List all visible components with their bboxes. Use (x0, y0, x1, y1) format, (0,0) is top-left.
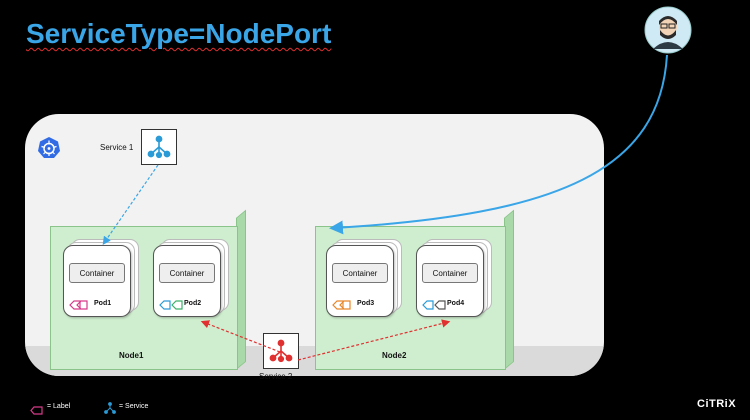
pod-label: Pod3 (357, 300, 375, 307)
pod-label: Pod2 (184, 300, 202, 307)
service-2-connector-left (200, 320, 281, 353)
label-tag-icon (159, 297, 185, 315)
service-2-label: Service 2 (259, 372, 293, 381)
legend-service-icon (104, 401, 116, 419)
container-box: Container (69, 263, 125, 283)
pod-label: Pod4 (447, 300, 465, 307)
kubernetes-icon (37, 136, 61, 165)
citrix-logo: CiTRiX (697, 398, 737, 410)
user-avatar (643, 5, 693, 60)
container-box: Container (422, 263, 478, 283)
service-1-label: Service 1 (100, 143, 134, 152)
label-tag-icon (69, 297, 91, 315)
service-2-connector-right (297, 319, 451, 361)
service-1-connector (102, 164, 159, 245)
container-box: Container (159, 263, 215, 283)
container-box: Container (332, 263, 388, 283)
legend-service-text: = Service (119, 403, 149, 410)
legend-label-icon (30, 402, 44, 420)
pod-label: Pod1 (94, 300, 112, 307)
label-tag-icon (422, 297, 448, 315)
page-title: ServiceType=NodePort (26, 18, 332, 49)
legend-label-text: = Label (47, 403, 71, 410)
label-tag-icon (332, 297, 354, 315)
node-1-label: Node1 (119, 351, 144, 360)
service-1-icon[interactable] (141, 129, 177, 165)
service-2-icon[interactable] (263, 333, 299, 369)
node-2-label: Node2 (382, 351, 407, 360)
user-connector (329, 54, 668, 235)
